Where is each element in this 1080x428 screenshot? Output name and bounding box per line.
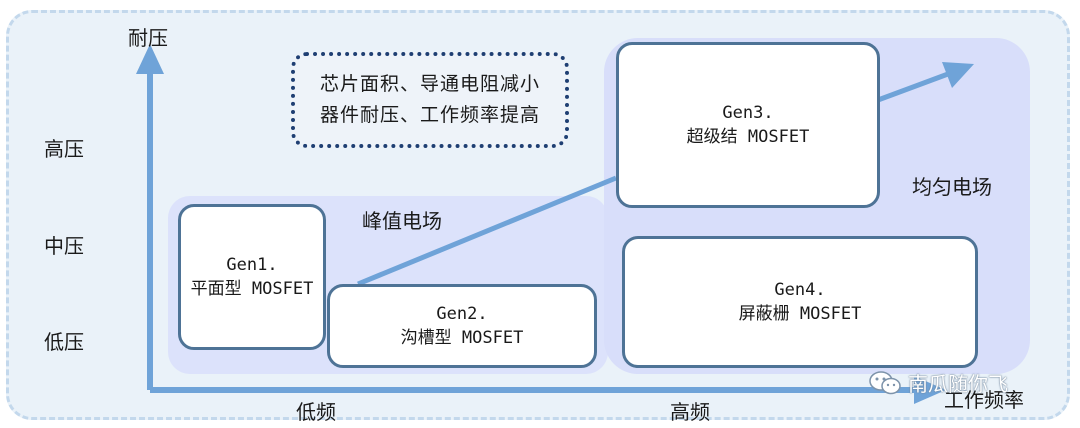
x-axis-arrowhead	[914, 376, 946, 404]
gen2-title: Gen2.	[436, 304, 488, 324]
y-level-mid: 中压	[44, 234, 84, 258]
gen4-title: Gen4.	[774, 280, 826, 300]
y-axis-title: 耐压	[128, 26, 168, 50]
trend-line-lower	[357, 175, 617, 287]
gen4-name: 屏蔽栅 MOSFET	[738, 304, 862, 324]
watermark: 南瓜随你飞	[868, 368, 1008, 397]
gen1-title: Gen1.	[226, 255, 278, 275]
gen1-box: Gen1. 平面型 MOSFET	[178, 204, 326, 350]
trend-note-line1: 芯片面积、导通电阻减小	[319, 73, 540, 95]
x-axis-title: 工作频率	[944, 388, 1024, 412]
watermark-text: 南瓜随你飞	[908, 372, 1008, 396]
trend-arrowhead	[942, 62, 974, 88]
peak-field-label: 峰值电场	[362, 209, 442, 233]
y-axis-arrowhead	[136, 44, 164, 74]
y-level-high: 高压	[44, 137, 84, 161]
x-level-high: 高频	[670, 400, 710, 424]
gen4-box: Gen4. 屏蔽栅 MOSFET	[622, 236, 978, 368]
trend-note-line2: 器件耐压、工作频率提高	[319, 104, 540, 126]
gen3-box: Gen3. 超级结 MOSFET	[616, 42, 880, 208]
gen3-name: 超级结 MOSFET	[686, 127, 810, 147]
gen1-name: 平面型 MOSFET	[190, 279, 314, 299]
uniform-field-label: 均匀电场	[912, 175, 992, 199]
gen3-title: Gen3.	[722, 103, 774, 123]
trend-note: 芯片面积、导通电阻减小 器件耐压、工作频率提高	[291, 52, 569, 148]
trend-line-upper	[877, 71, 949, 103]
gen2-box: Gen2. 沟槽型 MOSFET	[327, 284, 597, 368]
x-level-low: 低频	[296, 400, 336, 424]
wechat-icon	[869, 370, 901, 394]
y-level-low: 低压	[44, 330, 84, 354]
gen2-name: 沟槽型 MOSFET	[400, 328, 524, 348]
